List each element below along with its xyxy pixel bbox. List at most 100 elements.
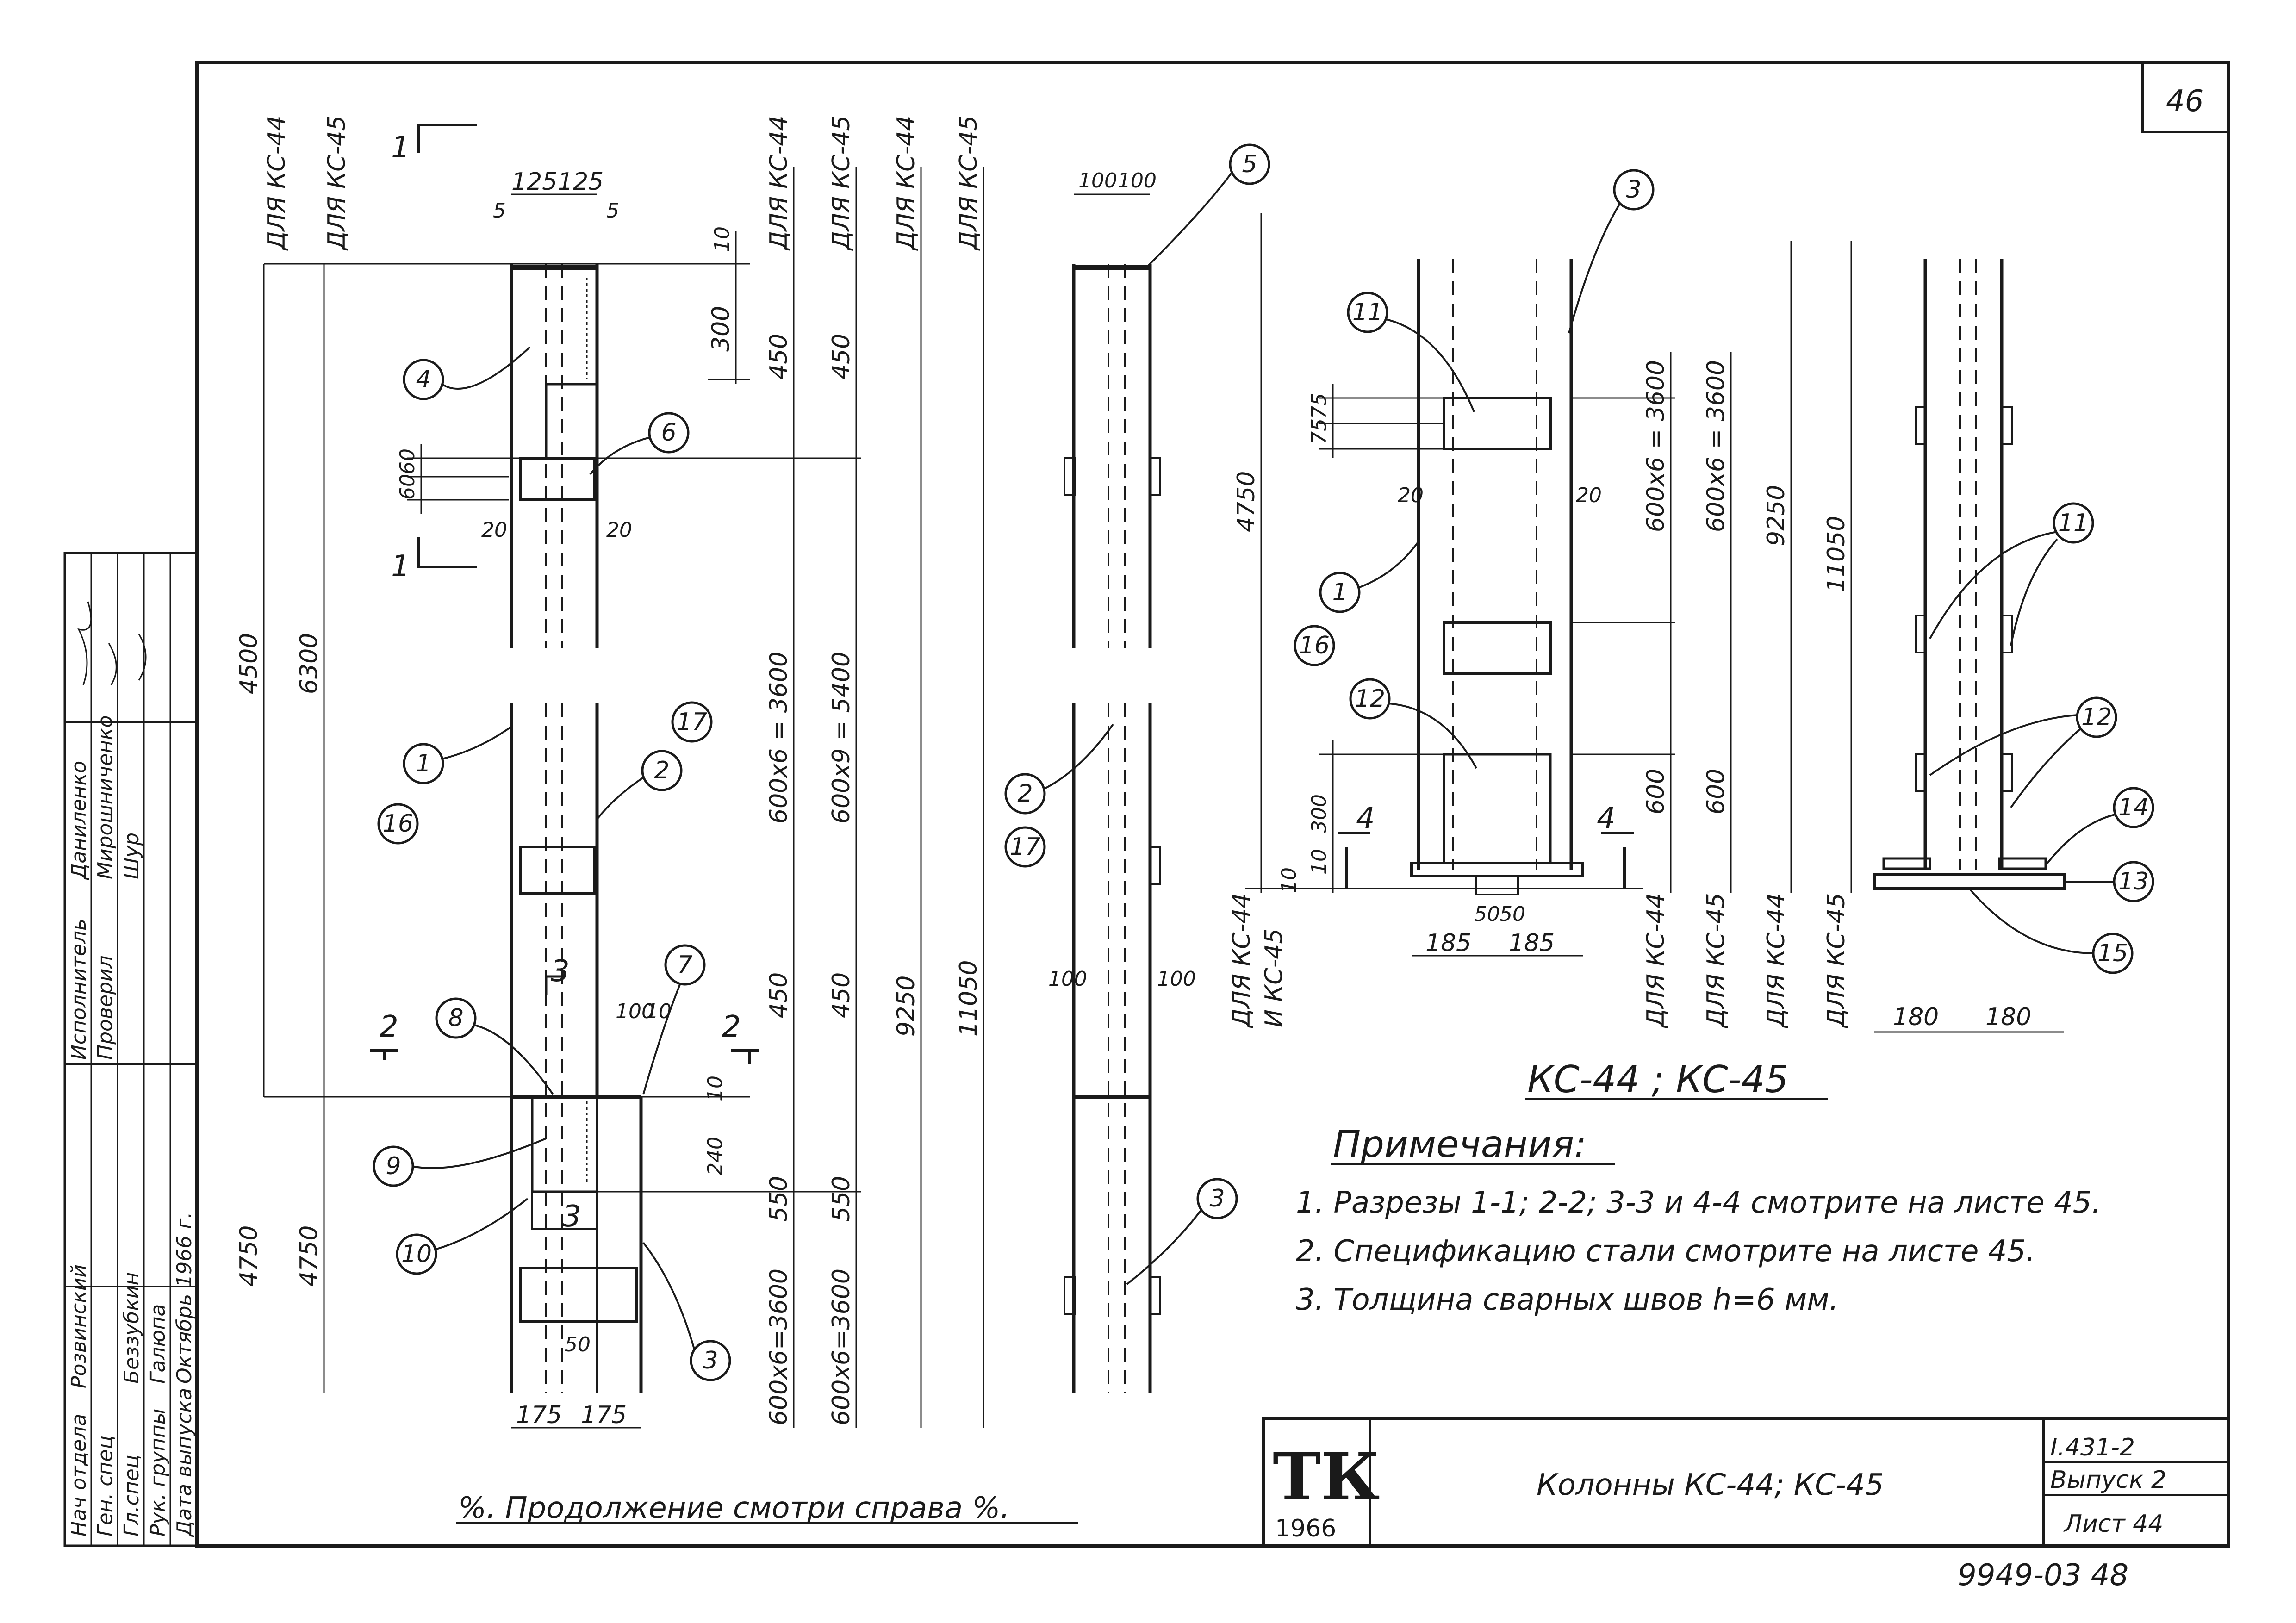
figure-title: КС-44 ; КС-45 xyxy=(1527,1058,1788,1101)
dim-450-b: 450 xyxy=(828,334,855,379)
balloon-2-b: 2 xyxy=(1017,780,1033,808)
marks-left: ДЛЯ КС-44 ДЛЯ КС-45 xyxy=(263,115,351,251)
balloon-6: 6 xyxy=(661,419,676,447)
stamp-title: Колонны КС-44; КС-45 xyxy=(1537,1468,1884,1502)
mark-kc44-e: ДЛЯ КС-44 xyxy=(1642,893,1670,1028)
dim-11050-b: 11050 xyxy=(1823,516,1850,592)
dim-10-top: 10 xyxy=(710,226,734,252)
dim-100-b: 100 xyxy=(1118,169,1157,193)
mark-kc45-f: ДЛЯ КС-45 xyxy=(1823,893,1850,1028)
dim-240: 240 xyxy=(703,1137,727,1175)
balloon-11-b: 11 xyxy=(2058,509,2089,537)
dim-50-b: 50 xyxy=(1500,902,1525,926)
view-front-lower xyxy=(510,703,643,1393)
dim-600x6-b: 600х6=3600 xyxy=(765,1269,793,1425)
balloons-view1: 4 6 1 16 17 2 8 7 9 10 3 xyxy=(373,346,731,1381)
balloon-16-a: 16 xyxy=(383,810,413,838)
balloon-8: 8 xyxy=(448,1004,463,1032)
dim-20-a: 20 xyxy=(481,518,507,542)
sig-row-1: Нач отдела xyxy=(67,1414,91,1536)
dim-20-b: 20 xyxy=(606,518,632,542)
section-markers-view1: 1 1 2 2 3 3 xyxy=(370,124,759,1234)
dim-550-b: 550 xyxy=(828,1176,855,1222)
dim-100-d: 100 xyxy=(1157,967,1196,991)
dim-600x6-c: 600х6=3600 xyxy=(828,1269,855,1425)
mark-kc45-c: ДЛЯ КС-45 xyxy=(955,115,983,251)
notes-block: Примечания: 1. Разрезы 1-1; 2-2; 3-3 и 4… xyxy=(1296,1123,2101,1317)
balloon-5: 5 xyxy=(1242,150,1257,178)
dim-185-b: 185 xyxy=(1509,929,1555,957)
dim-75-a: 75 xyxy=(1307,393,1331,419)
balloon-15: 15 xyxy=(2097,939,2128,967)
note-2: 2. Спецификацию стали смотрите на листе … xyxy=(1296,1234,2035,1269)
dim-5-b: 5 xyxy=(606,199,619,223)
note-3: 3. Толщина сварных швов h=6 мм. xyxy=(1296,1283,1839,1317)
dim-100-c: 100 xyxy=(1048,967,1087,991)
sig-exec-4: Мирошниченко xyxy=(93,715,117,879)
dim-50: 50 xyxy=(565,1333,591,1356)
dim-20-c: 20 xyxy=(1398,484,1424,507)
sig-exec-2: Даниленко xyxy=(67,761,91,880)
dim-300-b: 300 xyxy=(1307,794,1331,833)
dim-20-d: 20 xyxy=(1576,484,1602,507)
dim-60-a: 60 xyxy=(396,448,419,474)
dim-600-a: 600 xyxy=(1642,769,1670,815)
dim-300-top: 300 xyxy=(707,306,735,352)
dim-10-e: 10 xyxy=(1277,867,1301,893)
signature-mark xyxy=(77,601,147,685)
view-side-right: 180 180 11 12 14 13 15 xyxy=(1873,259,2154,1033)
stamp-logo: ТК xyxy=(1273,1439,1380,1515)
dim-550-a: 550 xyxy=(765,1176,793,1222)
balloon-10: 10 xyxy=(401,1240,432,1268)
balloon-1-a: 1 xyxy=(416,750,431,777)
dim-9250-a: 9250 xyxy=(892,976,920,1037)
balloon-14: 14 xyxy=(2118,794,2149,821)
view-front-upper xyxy=(510,264,599,648)
section-3-bottom: 3 xyxy=(562,1200,581,1234)
dim-180-a: 180 xyxy=(1893,1003,1939,1031)
dim-4750-b: 4750 xyxy=(295,1225,323,1287)
note-1: 1. Разрезы 1-1; 2-2; 3-3 и 4-4 смотрите … xyxy=(1296,1186,2101,1220)
dim-450-a: 450 xyxy=(765,334,793,379)
section-1-bottom: 1 xyxy=(391,549,410,584)
stamp-year: 1966 xyxy=(1275,1515,1336,1542)
balloon-11-a: 11 xyxy=(1352,298,1383,326)
dim-600x9: 600х9 = 5400 xyxy=(828,652,855,824)
dim-60-b: 60 xyxy=(396,474,419,500)
dim-125-a: 125 xyxy=(511,168,557,196)
dim-450-d: 450 xyxy=(828,972,855,1018)
sig-row-3: Гл.спец xyxy=(120,1455,143,1536)
dim-100-a: 100 xyxy=(1078,169,1117,193)
dim-600-b: 600 xyxy=(1702,769,1730,815)
dim-100-10: 100 xyxy=(616,1000,654,1023)
mark-kc45-a: ДЛЯ КС-45 xyxy=(323,115,351,251)
mark-kc45-e: ДЛЯ КС-45 xyxy=(1702,893,1730,1028)
balloon-3-c: 3 xyxy=(1626,176,1641,204)
signature-strip: Нач отдела Ген. спец Гл.спец Рук. группы… xyxy=(63,552,198,1547)
sig-exec-3: Проверил xyxy=(93,955,117,1060)
balloon-12-a: 12 xyxy=(1355,685,1385,713)
balloon-17-a: 17 xyxy=(677,708,707,736)
view-detail-right: 75 75 20 20 300 10 10 50 50 185 185 4 4 … xyxy=(1245,169,1655,957)
dim-600x6-a: 600х6 = 3600 xyxy=(765,652,793,824)
archive-number: 9949-03 48 xyxy=(1958,1558,2128,1592)
dim-6300: 6300 xyxy=(295,633,323,694)
mark-kc44-a: ДЛЯ КС-44 xyxy=(263,115,291,251)
balloon-1-b: 1 xyxy=(1332,578,1347,606)
mark-kc45-d: И КС-45 xyxy=(1260,928,1288,1027)
view-side: 100 100 100 100 5 2 17 3 xyxy=(1004,143,1270,1393)
stamp-issue: Выпуск 2 xyxy=(2050,1466,2166,1494)
mark-kc44-b: ДЛЯ КС-44 xyxy=(765,115,793,251)
section-3-top: 3 xyxy=(551,954,570,989)
mark-kc45-b: ДЛЯ КС-45 xyxy=(828,115,855,251)
sig-exec-5: Шур xyxy=(120,833,143,879)
dim-4750-c: 4750 xyxy=(1232,471,1260,532)
dim-10-c: 10 xyxy=(703,1076,727,1101)
corner-box xyxy=(2141,61,2230,133)
section-4-left: 4 xyxy=(1356,802,1375,836)
notes-heading: Примечания: xyxy=(1333,1123,1587,1166)
sig-name-4: Галюпа xyxy=(146,1304,170,1384)
dims-right: 4750 600х6 = 3600 600х6 = 3600 9250 1105… xyxy=(1228,213,1852,1028)
balloon-3-b: 3 xyxy=(1209,1185,1225,1213)
